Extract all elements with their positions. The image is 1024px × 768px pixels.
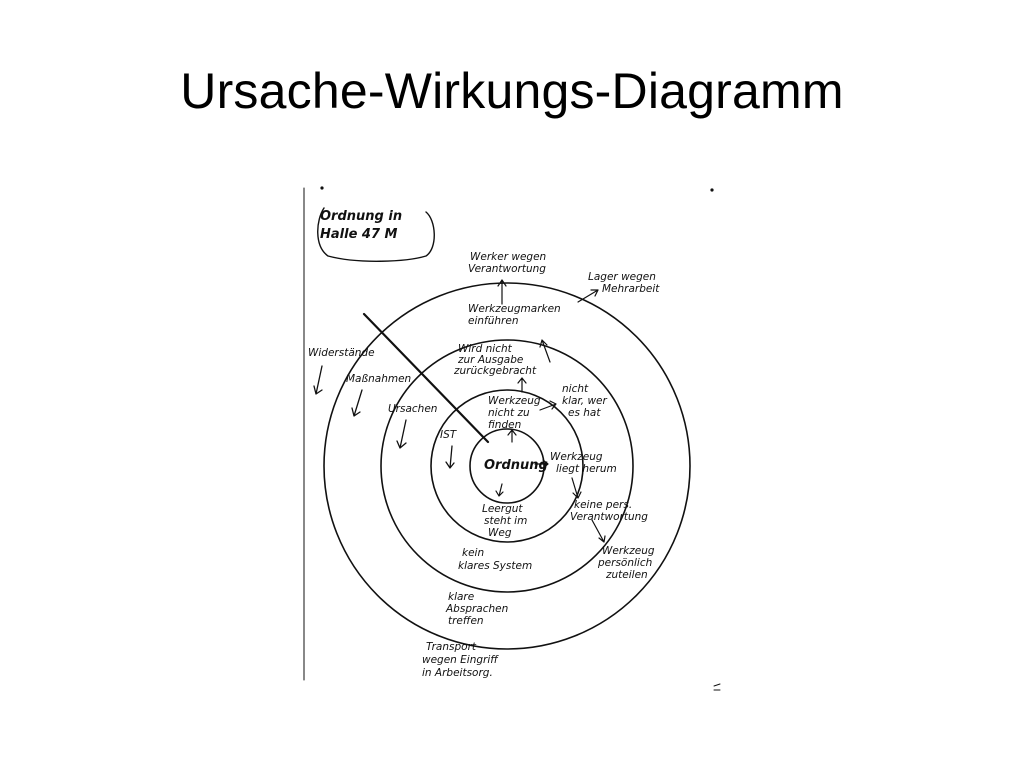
arrow-to-leergut xyxy=(495,483,504,497)
arrow-to-ausgabe xyxy=(517,377,527,393)
divider-line xyxy=(362,312,490,444)
item-nicht-klar-3: es hat xyxy=(568,407,601,419)
arrow-massnahmen xyxy=(351,389,363,417)
arrow-widerstaende xyxy=(313,365,323,395)
label-massnahmen: Maßnahmen xyxy=(346,373,411,385)
ring-ist xyxy=(469,428,545,504)
item-werkzeug-liegt-1: Werkzeug xyxy=(550,451,603,463)
arrow-to-werkzeugmarken xyxy=(539,339,551,363)
corner-dot xyxy=(320,186,324,190)
label-ist: IST xyxy=(440,429,458,441)
arrow-to-lager-mehrarbeit xyxy=(577,289,599,303)
item-werkzeugmarken-1: Werkzeugmarken xyxy=(468,303,561,315)
arrow-ist xyxy=(445,445,455,469)
page-title: Ursache-Wirkungs-Diagramm xyxy=(180,63,844,119)
item-nicht-klar-1: nicht xyxy=(562,383,589,395)
item-transport-2: wegen Eingriff xyxy=(422,654,499,666)
ring-widerstaende xyxy=(323,282,691,650)
item-werkzeug-persoenlich-1: Werkzeug xyxy=(602,545,655,557)
arrow-to-keine-verantwortung xyxy=(571,477,582,499)
label-ursachen: Ursachen xyxy=(388,403,437,415)
item-leergut-1: Leergut xyxy=(482,503,523,515)
corner-dot xyxy=(710,188,714,192)
item-kein-system-1: kein xyxy=(462,547,484,559)
item-leergut-2: steht im xyxy=(484,515,527,527)
item-werkzeug-finden-3: finden xyxy=(488,419,521,431)
ring-massnahmen xyxy=(380,339,634,593)
item-kein-system-2: klares System xyxy=(458,560,532,572)
item-klare-absprachen-1: klare xyxy=(448,591,474,603)
label-widerstaende: Widerstände xyxy=(308,347,375,359)
arrow-to-werker-verantwortung xyxy=(497,279,507,305)
frame-label-outline xyxy=(317,207,435,262)
item-ausgabe-3: zurückgebracht xyxy=(453,365,537,377)
item-lager-mehrarbeit-1: Lager wegen xyxy=(588,271,656,283)
cause-effect-diagram: Ordnung in Halle 47 M IST Ursachen Maßna… xyxy=(302,180,724,700)
arrow-ursachen xyxy=(396,419,407,449)
frame-label-line2: Halle 47 M xyxy=(320,227,398,242)
item-werkzeug-persoenlich-2: persönlich xyxy=(597,557,652,569)
item-transport-1: Transport xyxy=(426,641,477,653)
item-klare-absprachen-3: treffen xyxy=(448,615,484,627)
item-leergut-3: Weg xyxy=(488,527,512,539)
item-klare-absprachen-2: Absprachen xyxy=(445,603,508,615)
item-werkzeug-persoenlich-3: zuteilen xyxy=(605,569,648,581)
center-label: Ordnung xyxy=(484,458,548,473)
item-werkzeugmarken-2: einführen xyxy=(468,315,518,327)
diagram-canvas: Ordnung in Halle 47 M IST Ursachen Maßna… xyxy=(303,186,721,691)
arrow-to-nicht-klar xyxy=(539,400,557,411)
ring-ursachen xyxy=(430,389,584,543)
item-ausgabe-2: zur Ausgabe xyxy=(457,354,523,366)
item-ausgabe-1: Wird nicht xyxy=(458,343,513,355)
item-werker-verantwortung-2: Verantwortung xyxy=(468,263,546,275)
arrow-to-werkzeug-liegt xyxy=(534,459,549,469)
item-werkzeug-finden-2: nicht zu xyxy=(488,407,530,419)
item-keine-verantwortung-1: keine pers. xyxy=(574,499,632,511)
item-werkzeug-liegt-2: liegt herum xyxy=(556,463,617,475)
item-werker-verantwortung-1: Werker wegen xyxy=(470,251,546,263)
item-lager-mehrarbeit-2: Mehrarbeit xyxy=(602,283,660,295)
corner-mark xyxy=(713,683,721,691)
item-nicht-klar-2: klar, wer xyxy=(562,395,608,407)
item-keine-verantwortung-2: Verantwortung xyxy=(570,511,648,523)
arrow-to-werkzeug-persoenlich xyxy=(591,519,606,543)
frame-label-line1: Ordnung in xyxy=(320,209,402,224)
item-transport-3: in Arbeitsorg. xyxy=(422,667,493,679)
item-werkzeug-finden-1: Werkzeug xyxy=(488,395,541,407)
arrow-to-werkzeug-finden xyxy=(507,429,517,443)
